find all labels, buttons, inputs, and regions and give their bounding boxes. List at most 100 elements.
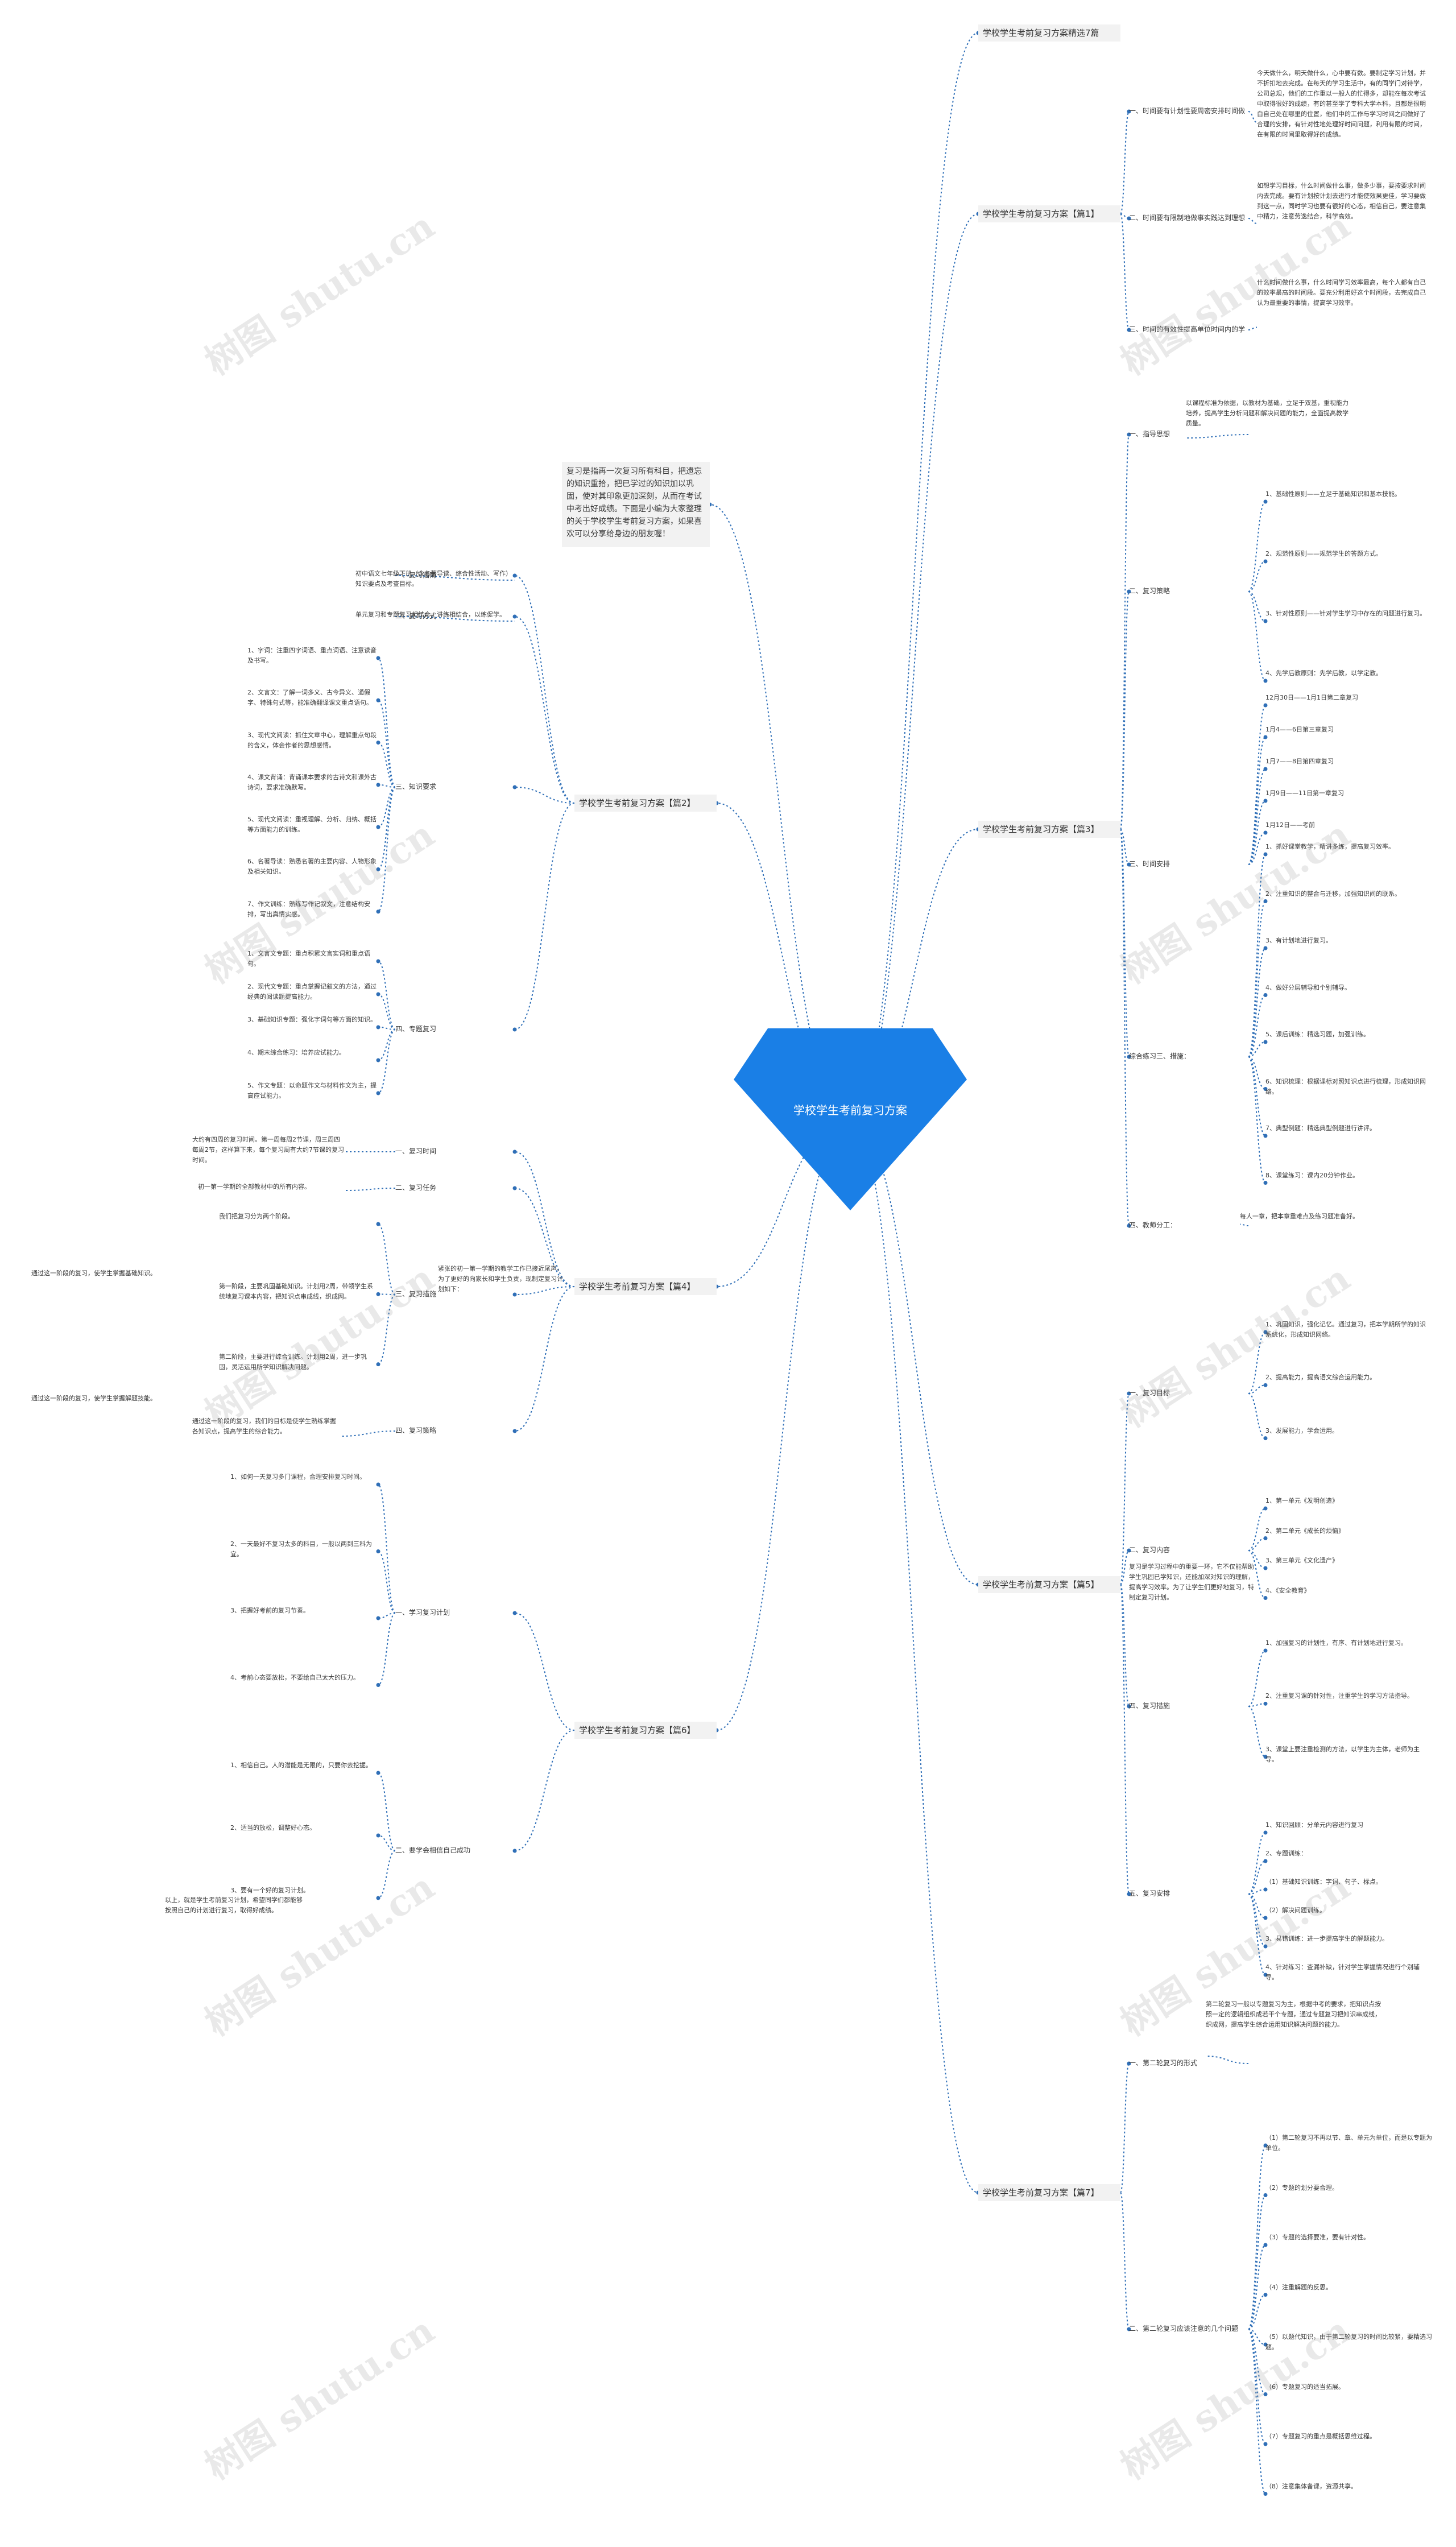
connector-dot <box>376 1833 380 1838</box>
connector-line <box>1120 829 1130 1057</box>
connector-dot <box>1263 1506 1268 1511</box>
connector-line <box>514 1612 575 1731</box>
connector-dot <box>1263 993 1268 997</box>
branch-b5[interactable]: 学校学生考前复习方案【篇5】 <box>978 1576 1120 1593</box>
connector-line <box>1248 2329 1266 2345</box>
connector-dot <box>376 909 380 914</box>
connector-dot <box>1263 946 1268 950</box>
list-item: 1、如何一天复习多门课程，合理安排复习时间。 <box>230 1473 366 1481</box>
connector-line <box>514 616 575 804</box>
branch-note[interactable]: 复习是指再一次复习所有科目，把遗忘的知识重拾，把已学过的知识加以巩固，使对其印象… <box>562 462 710 547</box>
section-label[interactable]: 一、复习时间 <box>395 1147 437 1155</box>
section-label[interactable]: 二、复习任务 <box>395 1184 437 1192</box>
connector-line <box>378 961 396 1030</box>
connector-line <box>1120 1550 1130 1585</box>
connector-line <box>1248 1332 1266 1394</box>
section-label[interactable]: 一、学习复习计划 <box>395 1609 450 1616</box>
section-label[interactable]: 五、复习安排 <box>1129 1889 1170 1897</box>
connector-dot <box>1127 1223 1131 1228</box>
section-text: 什么时间做什么事，什么时间学习效率最高，每个人都有自己的效率最高的时间段。要充分… <box>1257 279 1426 307</box>
section-label[interactable]: 一、指导思想 <box>1129 430 1170 438</box>
connector-line <box>1248 1832 1266 1895</box>
connector-line <box>1248 768 1266 865</box>
connector-dot <box>512 1849 517 1853</box>
connector-line <box>378 658 396 788</box>
section-label[interactable]: 一、复习指南 <box>395 571 437 579</box>
connector-line <box>1248 2244 1266 2330</box>
list-item: 7、典型例题：精选典型例题进行讲评。 <box>1265 1124 1376 1132</box>
section-label[interactable]: 二、复习策略 <box>1129 587 1170 595</box>
list-item: 3、现代文阅读：抓住文章中心，理解重点句段的含义，体会作者的思想感情。 <box>247 731 377 749</box>
section-label[interactable]: 二、第二轮复习应该注意的几个问题 <box>1129 2325 1239 2333</box>
connector-line <box>716 1119 851 1731</box>
branch-b3[interactable]: 学校学生考前复习方案【篇3】 <box>978 821 1120 838</box>
section-label[interactable]: 四、教师分工： <box>1129 1221 1177 1229</box>
section-label[interactable]: 三、时间安排 <box>1129 860 1170 868</box>
connector-line <box>1248 2329 1266 2495</box>
connector-line <box>1120 1393 1130 1585</box>
connector-dot <box>1263 1181 1268 1185</box>
connector-dot <box>1263 1436 1268 1441</box>
list-item: （8）注意集体备课，资源共享。 <box>1265 2482 1357 2490</box>
connector-line <box>1248 948 1266 1057</box>
section-label[interactable]: 一、时间要有计划性要周密安排时间做事情 <box>1129 107 1246 115</box>
connector-line <box>378 1294 396 1365</box>
section-label[interactable]: 三、知识要求 <box>395 783 437 791</box>
section-label[interactable]: 一、复习目标 <box>1129 1389 1170 1397</box>
section-label[interactable]: 四、专题复习 <box>395 1025 437 1033</box>
section-label[interactable]: 二、复习内容 <box>1129 1546 1170 1554</box>
list-item: 2、规范性原则——规范学生的答题方式。 <box>1265 550 1382 557</box>
list-item: 4、考前心态要放松，不要给自己太大的压力。 <box>230 1673 359 1681</box>
section-label[interactable]: 三、时间的有效性提高单位时间内的学习效率 <box>1129 325 1246 333</box>
section-label[interactable]: 二、时间要有限制地做事实践达到理想成绩要精力集中 <box>1129 214 1246 222</box>
list-item: 1、第一单元《发明创造》 <box>1265 1497 1338 1504</box>
connector-dot <box>1263 2392 1268 2396</box>
section-label[interactable]: 四、复习措施 <box>1129 1702 1170 1710</box>
connector-line <box>850 1119 979 2193</box>
connector-dot <box>376 1362 380 1367</box>
list-item: （6）专题复习的适当拓展。 <box>1265 2383 1345 2391</box>
section-label[interactable]: 一、第二轮复习的形式 <box>1129 2059 1198 2067</box>
branch-b0[interactable]: 学校学生考前复习方案精选7篇 <box>978 24 1120 42</box>
branch-b4[interactable]: 学校学生考前复习方案【篇4】 <box>574 1278 717 1295</box>
connector-line <box>378 1772 396 1851</box>
connector-dot <box>1263 2442 1268 2446</box>
connector-dot <box>376 867 380 871</box>
branch-b6[interactable]: 学校学生考前复习方案【篇6】 <box>574 1722 717 1739</box>
connector-dot <box>1127 1704 1131 1709</box>
connector-line <box>1248 2145 1266 2330</box>
connector-dot <box>1263 1330 1268 1334</box>
connector-dot <box>1263 1916 1268 1920</box>
root-node[interactable]: 学校学生考前复习方案 <box>734 1028 967 1210</box>
section-text: 初一第一学期的全部教材中的所有内容。 <box>198 1183 311 1190</box>
connector-line <box>514 787 575 804</box>
connector-line <box>1120 829 1130 865</box>
list-item: 5、现代文阅读：重视理解、分析、归纳、概括等方面能力的训练。 <box>247 816 377 834</box>
section-label[interactable]: 综合练习三、措施： <box>1129 1052 1191 1060</box>
list-item: 2、专题训练： <box>1265 1850 1307 1857</box>
connector-line <box>514 1286 575 1295</box>
section-text: 如想学习目标，什么时间做什么事，做多少事，要按要求时间内去完成。要有计划按计划去… <box>1257 182 1426 220</box>
list-item: 3、易错训练：进一步提高学生的解题能力。 <box>1265 1935 1388 1942</box>
connector-line <box>1185 434 1249 439</box>
connector-dot <box>512 1429 517 1433</box>
branch-b2[interactable]: 学校学生考前复习方案【篇2】 <box>574 795 717 812</box>
branch-b1[interactable]: 学校学生考前复习方案【篇1】 <box>978 205 1120 222</box>
connector-line <box>1248 737 1266 865</box>
connector-dot <box>376 992 380 997</box>
connector-dot <box>1263 559 1268 564</box>
connector-line <box>514 803 575 1030</box>
connector-dot <box>1127 216 1131 221</box>
connector-line <box>1120 1584 1130 1895</box>
section-label[interactable]: 三、复习措施 <box>395 1290 437 1298</box>
section-label[interactable]: 二、要学会相信自己成功 <box>395 1846 471 1854</box>
section-label[interactable]: 二、复习方式 <box>395 612 437 620</box>
connector-line <box>378 742 396 788</box>
root-title: 学校学生考前复习方案 <box>793 1103 907 1117</box>
connector-line <box>378 1850 396 1899</box>
branch-b7[interactable]: 学校学生考前复习方案【篇7】 <box>978 2184 1120 2201</box>
connector-dot <box>1127 2327 1131 2331</box>
connector-line <box>1248 1860 1266 1895</box>
section-label[interactable]: 四、复习策略 <box>395 1427 437 1434</box>
section-text: 单元复习和专题复习相结合，讲练相结合，以练促学。 <box>355 611 506 618</box>
